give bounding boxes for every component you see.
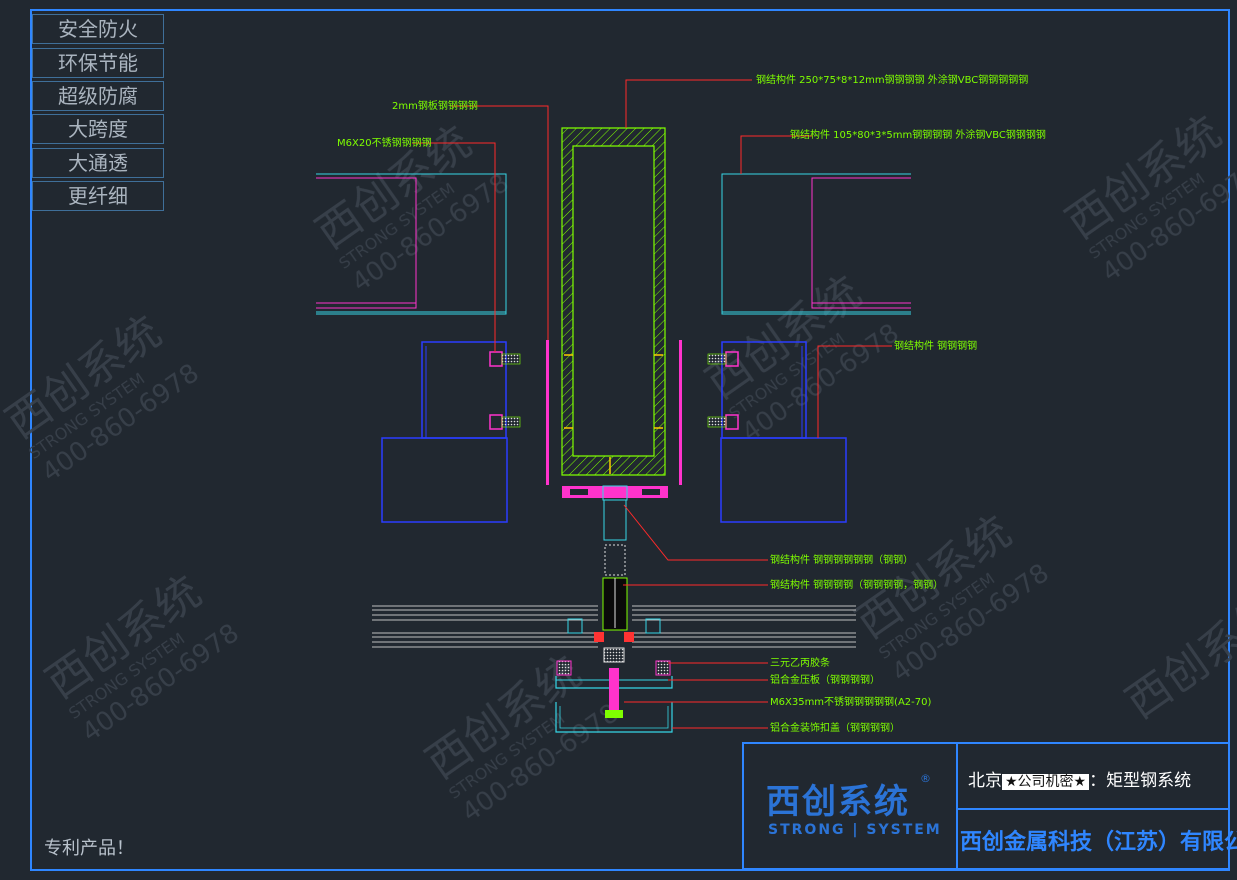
main-steel-tube: [561, 127, 666, 476]
drawing-title: 北京★公司机密★：矩型钢系统: [968, 766, 1191, 791]
watermark-brand: 西创系统: [1117, 586, 1237, 729]
company-name: 西创金属科技（江苏）有限公司: [960, 829, 1237, 855]
label-clamp: 钢结构件 钢钢钢钢（钢钢钢钢，钢钢）: [770, 578, 943, 591]
feature-item: 大通透: [32, 148, 164, 178]
feature-item: 超级防腐: [32, 81, 164, 111]
feature-item: 安全防火: [32, 14, 164, 44]
drawing-frame: [30, 9, 1230, 871]
label-pressure-plate: 铝合金压板（钢钢钢钢）: [770, 673, 880, 686]
left-bracket: [381, 341, 521, 523]
plate-right: [679, 340, 682, 485]
feature-item: 环保节能: [32, 48, 164, 78]
registered-mark: ®: [920, 772, 931, 785]
right-side-tube: [721, 173, 911, 315]
t-connector: [562, 485, 668, 541]
label-connector: 钢结构件 钢钢钢钢钢钢（钢钢）: [770, 553, 913, 566]
feature-item: 大跨度: [32, 114, 164, 144]
brand-logo: 西创系统: [766, 782, 910, 822]
title-prefix: 北京: [968, 771, 1002, 791]
feature-item: 更纤细: [32, 181, 164, 211]
label-main-tube: 钢结构件 250*75*8*12mm钢钢钢钢 外涂钢VBC钢钢钢钢钢: [756, 73, 1028, 86]
confidential-badge: ★公司机密★: [1002, 774, 1090, 790]
label-bolt-m6x35: M6X35mm不锈钢钢钢钢钢(A2-70): [770, 695, 931, 708]
label-cover: 铝合金装饰扣盖（钢钢钢钢）: [770, 721, 900, 734]
label-side-tube: 钢结构件 105*80*3*5mm钢钢钢钢 外涂钢VBC钢钢钢钢: [790, 128, 1046, 141]
title-block-divider: [958, 808, 1230, 810]
clamp-rod: [602, 544, 628, 631]
label-bolt-m6x20: M6X20不锈钢钢钢钢: [337, 136, 432, 149]
brand-logo-subtitle: STRONG | SYSTEM: [768, 822, 942, 838]
title-suffix: ：矩型钢系统: [1089, 771, 1192, 791]
patent-note: 专利产品！: [44, 838, 134, 859]
label-plate-2mm: 2mm钢板钢钢钢钢: [392, 99, 478, 112]
title-block-divider: [956, 744, 958, 868]
left-side-tube: [316, 173, 507, 315]
label-sealant: 三元乙丙胶条: [770, 656, 830, 669]
glass-panels: [372, 605, 856, 648]
right-bracket: [707, 341, 847, 523]
pressure-plate-assembly: [555, 647, 673, 733]
leader-lines: [412, 79, 892, 729]
title-block: 西创系统 ® STRONG | SYSTEM 北京★公司机密★：矩型钢系统 西创…: [742, 742, 1237, 870]
label-bracket: 钢结构件 钢钢钢钢: [894, 339, 977, 352]
plate-left: [546, 340, 549, 485]
